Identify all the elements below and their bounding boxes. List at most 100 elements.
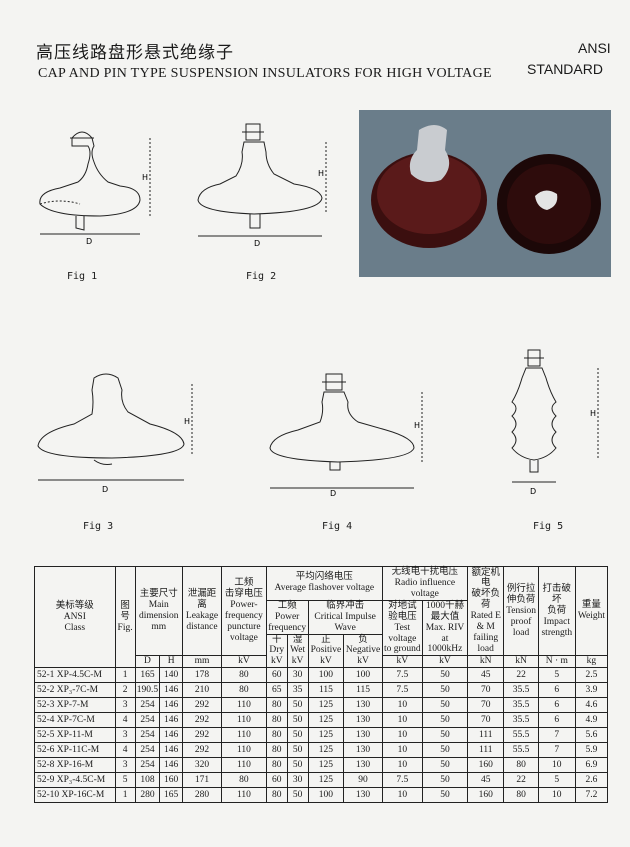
table-cell: 146 — [159, 697, 183, 714]
table-cell: 292 — [181, 712, 222, 729]
table-cell: 146 — [159, 757, 183, 774]
table-cell: 80 — [265, 712, 288, 729]
table-cell: 55.5 — [503, 727, 539, 744]
table-cell: 10 — [381, 697, 423, 714]
table-cell: 160 — [467, 787, 505, 804]
table-cell: 50 — [421, 667, 469, 684]
col-tension-header: 例行拉 伸负荷 Tension proof load — [503, 565, 539, 657]
table-cell: 140 — [159, 667, 183, 684]
table-cell: 7.2 — [574, 787, 609, 804]
table-cell: 115 — [307, 682, 345, 699]
fig1-label: Fig 1 — [67, 271, 98, 282]
table-cell: 50 — [421, 682, 469, 699]
table-cell: 6.9 — [574, 757, 609, 774]
table-cell: 4.9 — [574, 712, 609, 729]
insulator-photo — [359, 110, 611, 277]
col-dimension-header: 主要尺寸 Main dimension mm — [134, 565, 183, 657]
col-power-freq-header: 工频 Power frequency — [265, 599, 309, 635]
table-cell: 130 — [343, 757, 383, 774]
table-cell: 80 — [265, 757, 288, 774]
table-cell: 110 — [220, 757, 267, 774]
table-cell: 111 — [467, 727, 505, 744]
table-cell: 80 — [265, 727, 288, 744]
table-cell: 115 — [343, 682, 383, 699]
table-cell: 10 — [381, 757, 423, 774]
table-cell: 6 — [537, 697, 576, 714]
table-cell: 165 — [159, 787, 183, 804]
table-cell: 110 — [220, 727, 267, 744]
table-cell: 110 — [220, 787, 267, 804]
col-h-header: H — [159, 655, 183, 669]
standard-label: ANSI — [578, 40, 611, 56]
table-cell: 50 — [421, 757, 469, 774]
table-cell: 45 — [467, 772, 505, 789]
table-cell: 52-2 XP₃-7C-M — [34, 682, 116, 699]
table-cell: 50 — [421, 712, 469, 729]
table-cell: 146 — [159, 727, 183, 744]
col-positive-header: 正 Positive kV — [307, 633, 345, 669]
table-cell: 1 — [114, 787, 136, 804]
table-cell: 190.5 — [134, 682, 161, 699]
table-cell: 6 — [537, 682, 576, 699]
table-cell: 100 — [343, 667, 383, 684]
table-cell: 125 — [307, 742, 345, 759]
table-cell: 90 — [343, 772, 383, 789]
table-cell: 10 — [537, 787, 576, 804]
table-cell: 4 — [114, 712, 136, 729]
fig1-drawing: H D — [39, 131, 151, 246]
table-cell: 5.6 — [574, 727, 609, 744]
table-cell: 160 — [467, 757, 505, 774]
col-negative-header: 负 Negative kV — [343, 633, 383, 669]
fig5-drawing: H D — [511, 349, 599, 496]
table-cell: 292 — [181, 697, 222, 714]
table-cell: 146 — [159, 712, 183, 729]
spec-table: 美标等级 ANSI Class 图 号 Fig. 主要尺寸 Main dimen… — [34, 565, 609, 804]
fig4-h-label: H — [414, 421, 420, 430]
table-cell: 52-5 XP-11-M — [34, 727, 116, 744]
table-cell: 52-4 XP-7C-M — [34, 712, 116, 729]
fig4-label: Fig 4 — [322, 521, 353, 532]
table-cell: 50 — [286, 742, 309, 759]
fig5-label: Fig 5 — [533, 521, 564, 532]
col-max-riv-header: 1000千赫 最大值 Max. RIV at 1000kHz — [421, 599, 469, 657]
table-cell: 100 — [307, 667, 345, 684]
table-cell: 6 — [537, 712, 576, 729]
table-cell: 10 — [381, 742, 423, 759]
table-cell: 60 — [265, 772, 288, 789]
table-cell: 3 — [114, 697, 136, 714]
table-cell: 80 — [503, 787, 539, 804]
table-cell: 292 — [181, 742, 222, 759]
col-fig-header: 图 号 Fig. — [114, 565, 136, 669]
table-cell: 80 — [503, 757, 539, 774]
fig2-h-label: H — [318, 169, 324, 178]
col-puncture-unit: kV — [220, 655, 267, 669]
table-cell: 1 — [114, 667, 136, 684]
table-cell: 60 — [265, 667, 288, 684]
table-cell: 254 — [134, 757, 161, 774]
table-cell: 50 — [286, 727, 309, 744]
fig5-d-label: D — [530, 487, 536, 496]
col-leakage-header: 泄漏距离 Leakage distance — [181, 565, 222, 657]
col-impulse-header: 临界冲击 Critical Impulse Wave — [307, 599, 383, 635]
table-cell: 10 — [381, 727, 423, 744]
col-impact-header: 打击破坏 负荷 Impact strength — [537, 565, 576, 657]
table-cell: 254 — [134, 697, 161, 714]
table-cell: 5 — [537, 772, 576, 789]
table-cell: 70 — [467, 712, 505, 729]
fig2-d-label: D — [254, 239, 260, 248]
table-cell: 50 — [421, 772, 469, 789]
table-cell: 125 — [307, 727, 345, 744]
fig2-drawing: H D — [197, 123, 327, 248]
table-cell: 50 — [421, 727, 469, 744]
table-cell: 35.5 — [503, 712, 539, 729]
col-leakage-unit: mm — [181, 655, 222, 669]
table-cell: 10 — [381, 712, 423, 729]
table-cell: 35.5 — [503, 682, 539, 699]
table-cell: 3 — [114, 757, 136, 774]
table-cell: 45 — [467, 667, 505, 684]
